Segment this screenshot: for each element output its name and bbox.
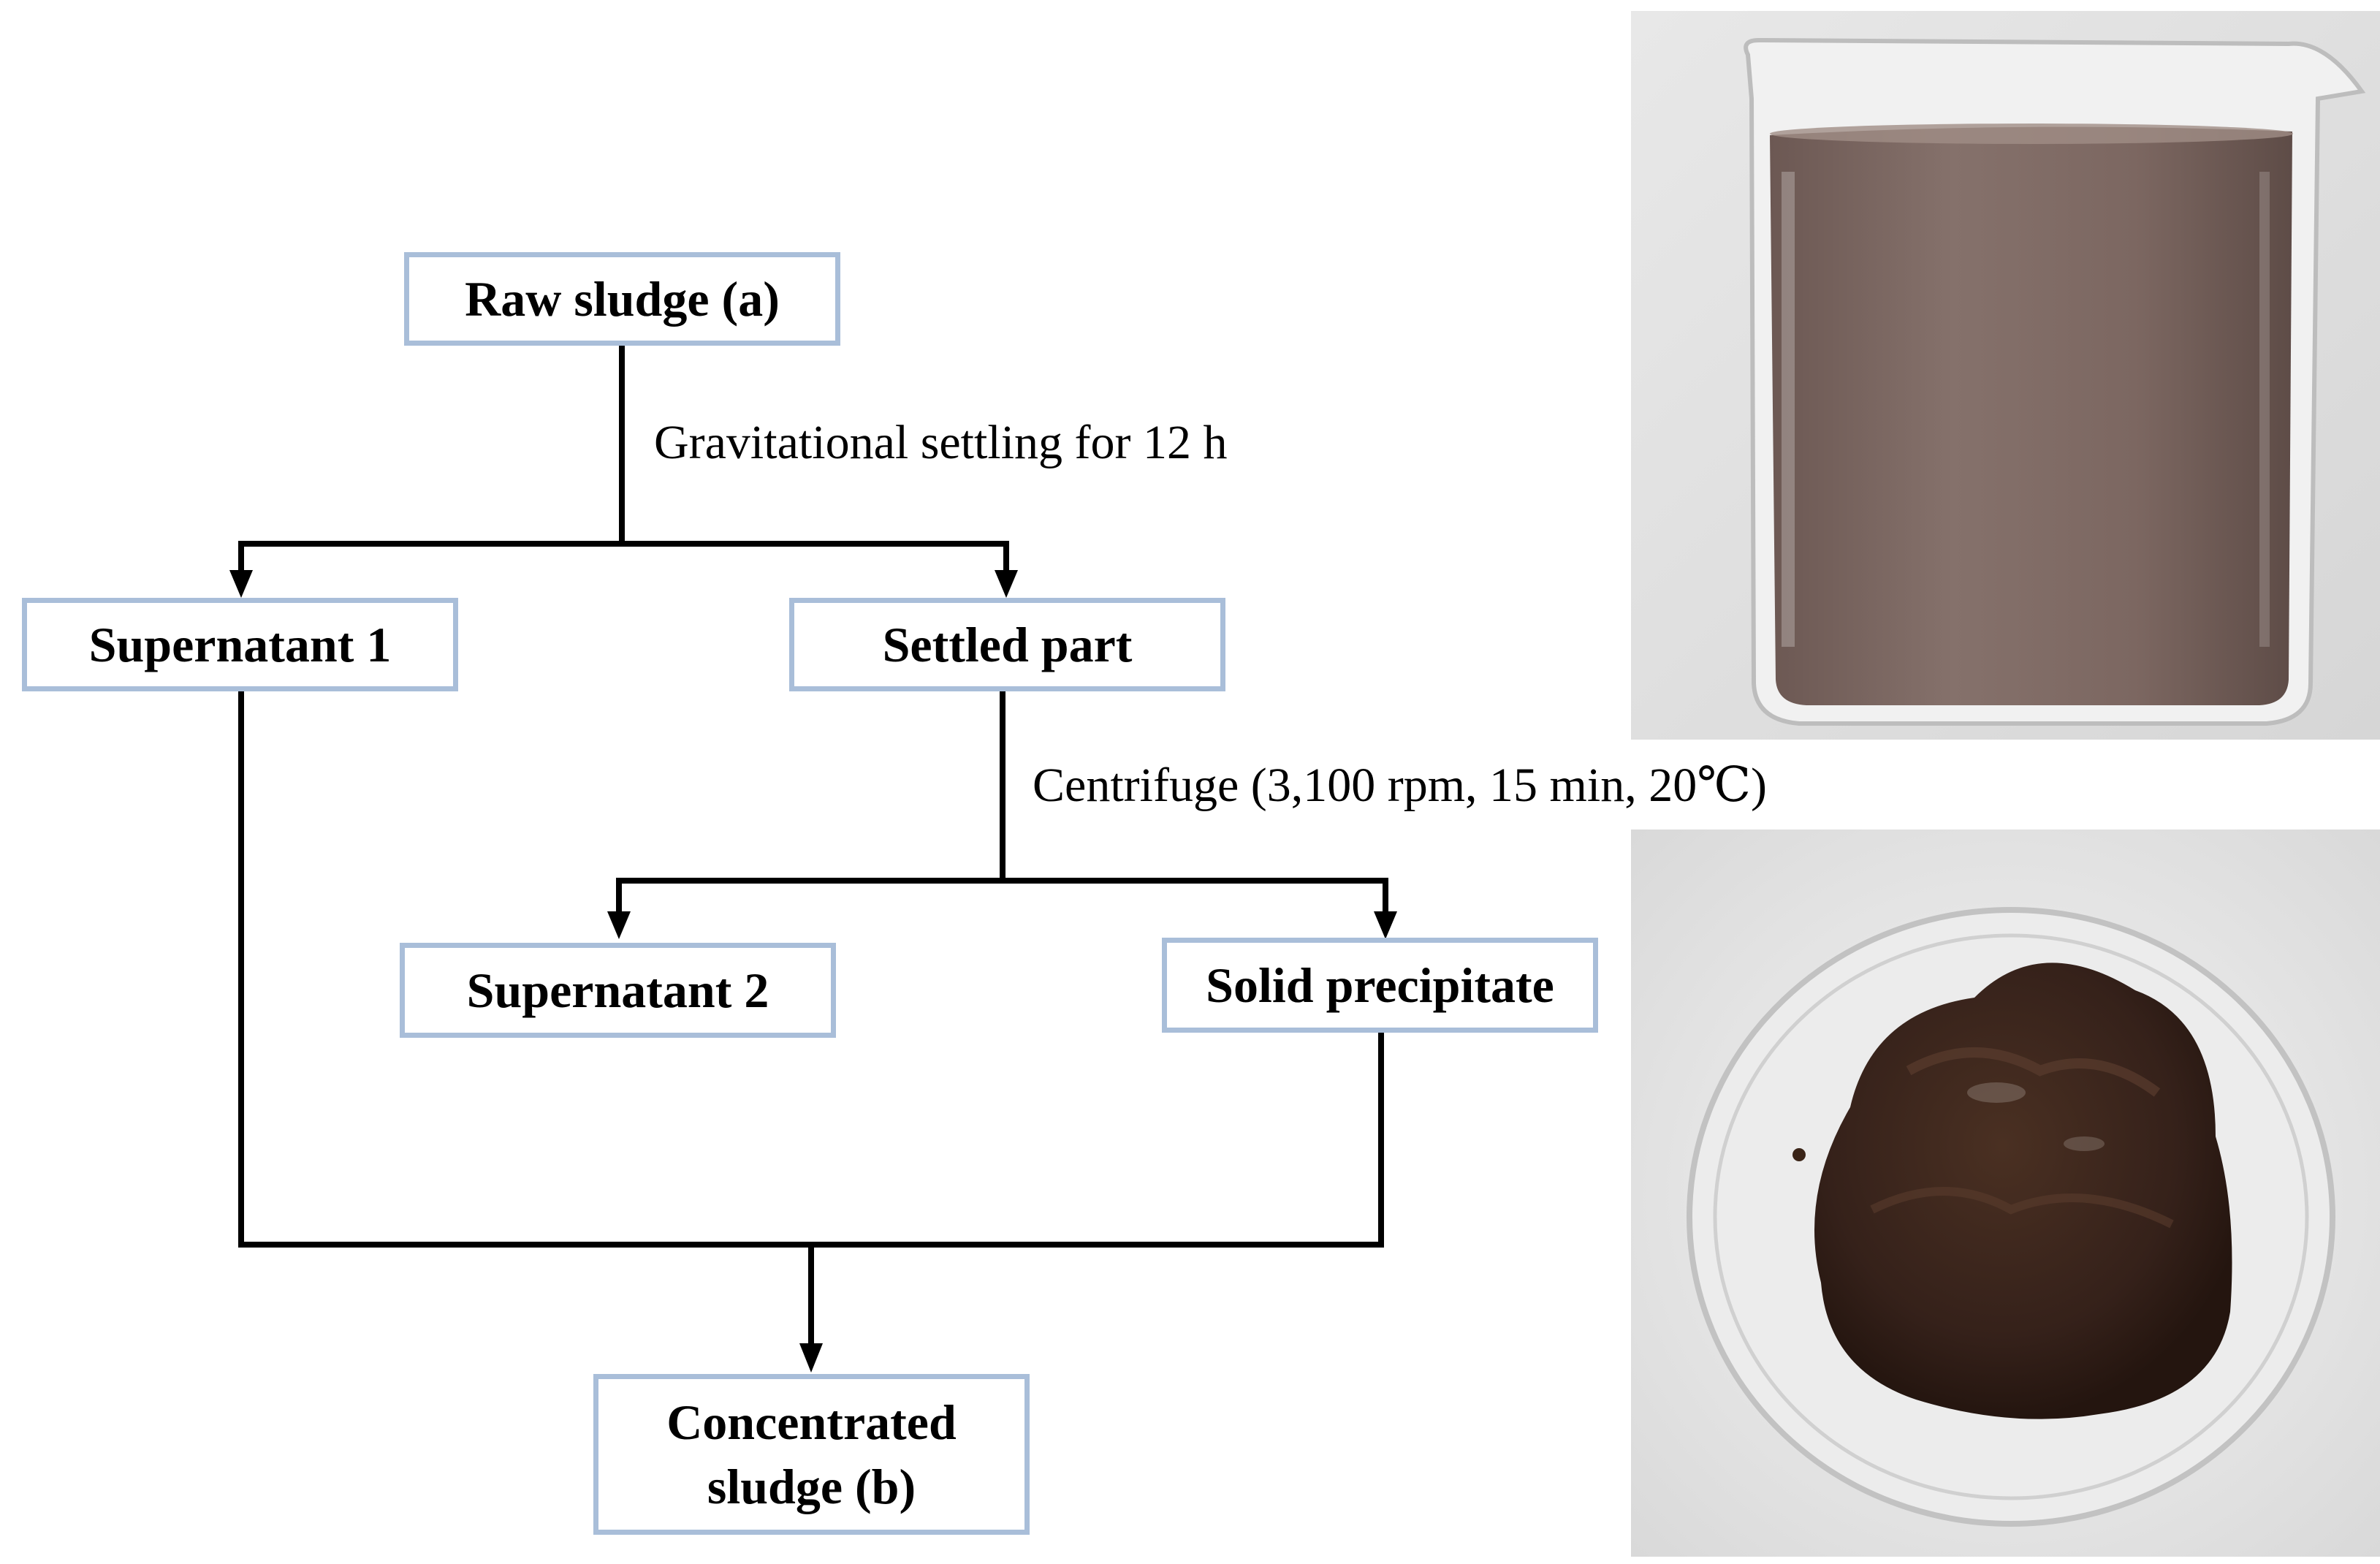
photo-concentrated-sludge-dish [1631,830,2380,1557]
node-label: Settled part [882,616,1133,672]
beaker-illustration [1631,11,2380,740]
arrowhead-sup2 [607,911,631,939]
step-gravitational-settling: Gravitational settling for 12 h [654,416,1228,469]
photo-raw-sludge-beaker [1631,11,2380,740]
node-settled-part: Settled part [789,598,1225,691]
arrowhead-solid [1374,911,1397,939]
arrowhead-settled [995,570,1018,598]
step-centrifuge: Centrifuge (3,100 rpm, 15 min, 20℃) [1033,759,1768,812]
node-raw-sludge: Raw sludge (a) [404,252,840,346]
node-concentrated-sludge: Concentrated sludge (b) [593,1374,1030,1535]
dish-illustration [1631,830,2380,1557]
sludge-liquid [1770,126,2292,706]
node-label: Solid precipitate [1206,957,1554,1013]
node-supernatant-2: Supernatant 2 [400,943,836,1038]
node-label: Raw sludge (a) [465,270,780,327]
node-label: Supernatant 1 [88,616,392,672]
node-label: Supernatant 2 [466,962,769,1018]
arrowhead-sup1 [229,570,253,598]
arrowhead-concentrated [799,1343,823,1373]
node-solid-precipitate: Solid precipitate [1162,938,1598,1033]
node-supernatant-1: Supernatant 1 [22,598,458,691]
node-label: Concentrated sludge (b) [666,1394,957,1514]
